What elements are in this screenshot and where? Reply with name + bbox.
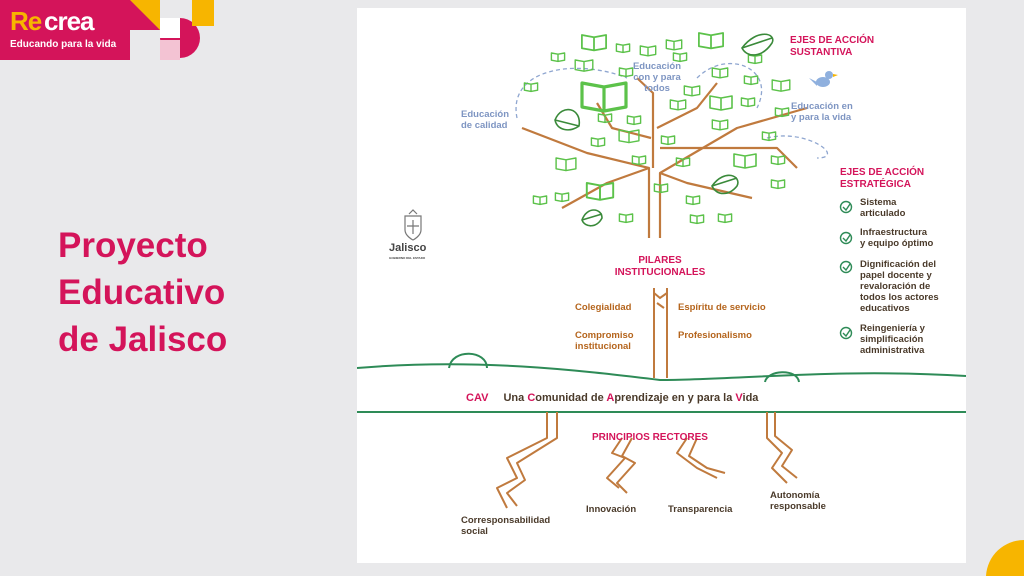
book-leaf-icon bbox=[683, 85, 701, 97]
title-line-3: de Jalisco bbox=[58, 320, 228, 359]
book-leaf-icon bbox=[761, 131, 777, 142]
infographic-panel: Jalisco GOBIERNO DEL ESTADO EJES DE ACCI… bbox=[357, 8, 966, 563]
book-leaf-icon bbox=[669, 99, 687, 111]
title-line-1: Proyecto bbox=[58, 226, 208, 265]
book-leaf-icon bbox=[550, 52, 566, 63]
book-leaf-icon bbox=[740, 97, 756, 108]
estrategica-item-infraestructura: Infraestructura y equipo óptimo bbox=[860, 227, 934, 249]
decorative-shapes-top bbox=[130, 0, 214, 60]
educacion-vida-label: Educación en y para la vida bbox=[791, 101, 853, 123]
book-leaf-icon bbox=[554, 192, 570, 203]
book-leaf-icon bbox=[574, 59, 594, 72]
jalisco-logo-text: Jalisco bbox=[389, 242, 427, 254]
book-leaf-icon bbox=[532, 195, 548, 206]
book-leaf-icon bbox=[665, 39, 683, 51]
book-leaf-icon bbox=[597, 113, 613, 124]
principio-innovacion: Innovación bbox=[586, 504, 637, 515]
jalisco-logo-subtext: GOBIERNO DEL ESTADO bbox=[389, 256, 426, 260]
book-leaf-icon bbox=[626, 115, 642, 126]
logo-re-text: Re bbox=[10, 6, 42, 36]
estrategica-item-sistema: Sistema articulado bbox=[860, 197, 906, 219]
educacion-todos-label: Educación con y para todos bbox=[632, 61, 682, 94]
book-leaf-icon bbox=[639, 45, 657, 57]
educacion-calidad-label: Educación de calidad bbox=[461, 109, 510, 131]
book-leaf-icon bbox=[689, 214, 705, 225]
estrategica-item-dignificacion: Dignificación del papel docente y revalo… bbox=[860, 259, 939, 314]
book-leaf-icon bbox=[685, 195, 701, 206]
book-leaf-icon bbox=[771, 79, 791, 92]
ejes-sustantiva-heading: EJES DE ACCIÓN SUSTANTIVA bbox=[790, 35, 875, 58]
logo-tagline: Educando para la vida bbox=[10, 39, 117, 50]
book-leaf-icon bbox=[555, 157, 577, 172]
book-leaf-icon bbox=[523, 82, 539, 93]
pilares-heading: PILARES INSTITUCIONALES bbox=[614, 255, 706, 278]
book-leaf-icon bbox=[653, 183, 669, 194]
pilar-espiritu-servicio: Espíritu de servicio bbox=[678, 302, 766, 313]
book-leaf-icon bbox=[770, 155, 786, 166]
book-leaf-icon bbox=[618, 67, 634, 78]
book-leaf-icon bbox=[585, 182, 615, 201]
book-leaf-icon bbox=[709, 95, 733, 111]
book-leaf-icon bbox=[581, 34, 607, 52]
book-leaf-icon bbox=[618, 213, 634, 224]
book-leaf-icon bbox=[733, 153, 757, 169]
title-line-2: Educativo bbox=[58, 273, 226, 312]
book-leaf-icon bbox=[590, 137, 606, 148]
book-leaf-icon bbox=[747, 54, 763, 65]
tree-illustration bbox=[357, 32, 966, 509]
book-leaf-icon bbox=[770, 179, 786, 190]
estrategica-item-reingenieria: Reingeniería y simplificación administra… bbox=[860, 323, 925, 356]
book-leaf-icon bbox=[618, 129, 640, 144]
book-leaf-icon bbox=[580, 81, 628, 113]
pilar-profesionalismo: Profesionalismo bbox=[678, 330, 752, 341]
decorative-corner-shape bbox=[986, 540, 1024, 576]
book-leaf-icon bbox=[743, 75, 759, 86]
cav-abbr: CAV bbox=[466, 392, 489, 404]
book-leaf-icon bbox=[631, 155, 647, 166]
book-leaf-icon bbox=[717, 213, 733, 224]
pilar-compromiso: Compromiso institucional bbox=[575, 330, 634, 352]
book-leaf-icon bbox=[711, 67, 729, 79]
ejes-estrategica-heading: EJES DE ACCIÓN ESTRATÉGICA bbox=[840, 167, 925, 190]
slide-title: Proyecto Educativo de Jalisco bbox=[58, 222, 308, 363]
book-leaf-icon bbox=[675, 157, 691, 168]
book-leaf-icon bbox=[660, 135, 676, 146]
book-leaf-icon bbox=[615, 43, 631, 54]
recrea-logo: Re crea Educando para la vida bbox=[0, 0, 130, 60]
logo-crea-text: crea bbox=[44, 6, 94, 36]
pilar-colegialidad: Colegialidad bbox=[575, 302, 632, 313]
cav-line: CAV Una Comunidad de Aprendizaje en y pa… bbox=[466, 392, 759, 404]
book-leaf-icon bbox=[672, 52, 688, 63]
book-leaf-icon bbox=[711, 119, 729, 131]
principio-corresponsabilidad: Corresponsabilidad social bbox=[461, 515, 551, 537]
principio-transparencia: Transparencia bbox=[668, 504, 733, 515]
principio-autonomia: Autonomía responsable bbox=[770, 490, 826, 512]
book-leaf-icon bbox=[774, 107, 790, 118]
principios-heading: PRINCIPIOS RECTORES bbox=[592, 432, 708, 443]
book-leaf-icon bbox=[698, 32, 724, 50]
